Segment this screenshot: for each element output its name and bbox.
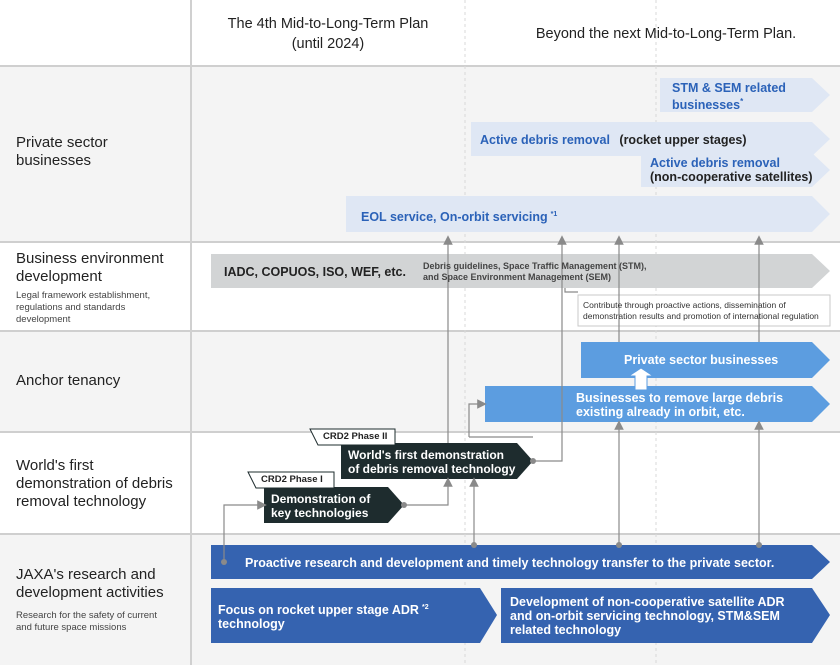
eol-text: EOL service, On-orbit servicing bbox=[361, 210, 548, 225]
stm-sem-text: STM & SEM related businesses bbox=[672, 81, 786, 113]
development-arrow bbox=[501, 588, 830, 643]
contribute-note-box bbox=[577, 294, 831, 327]
crd2-phase2-tag-label: CRD2 Phase II bbox=[323, 431, 388, 442]
adr-upper-blue: Active debris removal bbox=[480, 133, 610, 147]
focus-upper-text: Focus on rocket upper stage ADR bbox=[218, 603, 419, 618]
iadc-label: IADC, COPUOS, ISO, WEF, etc. bbox=[224, 265, 406, 279]
focus-upper-footnote: *2 bbox=[421, 604, 429, 611]
crd2-phase1-tag bbox=[247, 471, 335, 489]
crd2-phase1-label: Demonstration of key technologies bbox=[271, 492, 371, 520]
column-current-plan: The 4th Mid-to-Long-Term Plan (until 202… bbox=[227, 16, 429, 52]
crd2-phase1-tag-label: CRD2 Phase I bbox=[261, 474, 323, 485]
adr-noncoop-blue: Active debris removal bbox=[650, 156, 780, 170]
row-environment-subtitle: Legal framework establishment, regulatio… bbox=[16, 290, 151, 325]
eol-label: EOL service, On-orbit servicing*1 bbox=[361, 208, 801, 224]
adr-upper-label: Active debris removal (rocket upper stag… bbox=[480, 133, 820, 147]
adr-noncoop-arrow bbox=[641, 153, 830, 187]
row-demo-title: World's first demonstration of debris re… bbox=[16, 457, 173, 510]
crd2-phase1-box bbox=[264, 487, 404, 523]
focus-upper-arrow bbox=[211, 588, 497, 643]
adr-upper-arrow bbox=[471, 122, 830, 156]
stm-sem-arrow bbox=[660, 78, 830, 112]
row-anchor-title: Anchor tenancy bbox=[16, 372, 121, 389]
adr-noncoop-dark: (non-cooperative satellites) bbox=[650, 170, 813, 184]
guidelines-label: Debris guidelines, Space Traffic Managem… bbox=[423, 261, 647, 282]
header-band bbox=[0, 0, 840, 66]
private-biz-label: Private sector businesses bbox=[624, 353, 779, 367]
row-jaxa-title: JAXA's research and development activiti… bbox=[16, 566, 164, 601]
development-label: Development of non-cooperative satellite… bbox=[510, 595, 785, 637]
stm-sem-label: STM & SEM related businesses* bbox=[672, 81, 822, 112]
hollow-up-arrow bbox=[627, 367, 655, 391]
eol-footnote: *1 bbox=[550, 211, 558, 218]
stm-sem-footnote: * bbox=[740, 97, 744, 106]
focus-upper-label: Focus on rocket upper stage ADR*2 techno… bbox=[218, 601, 488, 631]
row-environment-title: Business environment development bbox=[16, 250, 164, 285]
remove-large-label: Businesses to remove large debris existi… bbox=[576, 391, 784, 419]
adr-upper-dark: (rocket upper stages) bbox=[619, 133, 747, 147]
contribute-note: Contribute through proactive actions, di… bbox=[583, 300, 819, 321]
crd2-phase2-tag bbox=[309, 428, 396, 446]
remove-large-arrow bbox=[485, 386, 830, 422]
column-future-plan: Beyond the next Mid-to-Long-Term Plan. bbox=[535, 26, 797, 42]
crd2-phase2-box bbox=[341, 443, 533, 479]
proactive-arrow bbox=[211, 545, 830, 579]
adr-noncoop-label: Active debris removal (non-cooperative s… bbox=[650, 156, 825, 184]
iadc-arrow bbox=[211, 254, 830, 288]
eol-arrow bbox=[346, 196, 830, 232]
row-private-title: Private sector businesses bbox=[16, 134, 108, 169]
proactive-label: Proactive research and development and t… bbox=[245, 556, 775, 570]
focus-upper-text-2: technology bbox=[218, 617, 285, 632]
crd2-phase2-label: World's first demonstration of debris re… bbox=[348, 448, 516, 476]
row-jaxa-subtitle: Research for the safety of current and f… bbox=[16, 610, 157, 633]
